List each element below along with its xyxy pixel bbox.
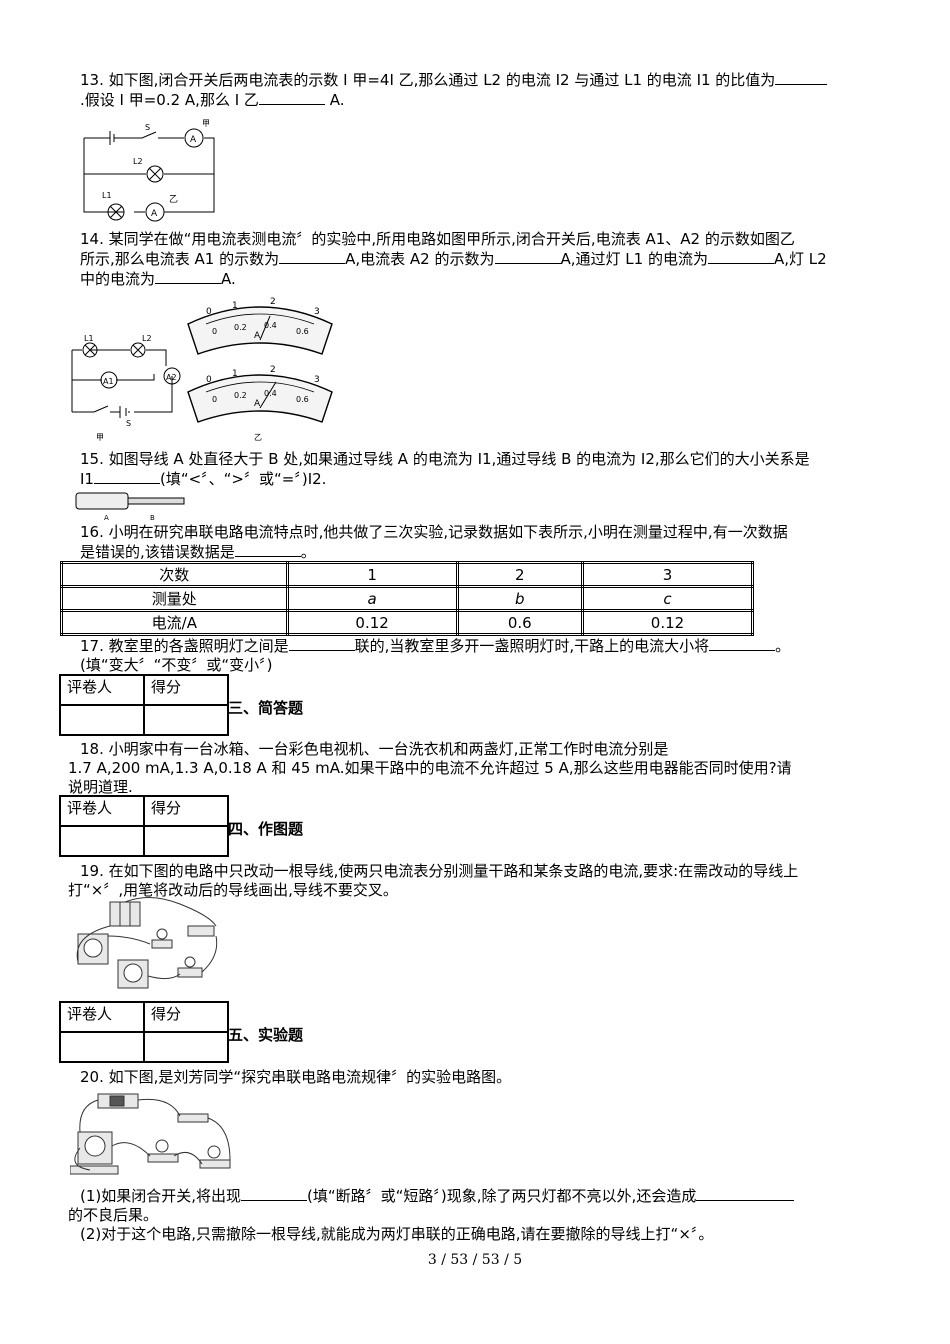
q14-ammeter-dials-yi: 0 1 2 3 0 0.2 0.4 0.6 A 0 1 2 3 0 0.2 0.… bbox=[187, 297, 333, 442]
section-heading: 四、作图题 bbox=[228, 820, 304, 838]
point-label: B bbox=[150, 514, 155, 522]
unit-label: A bbox=[254, 331, 261, 341]
q15-wire-diagram: A B bbox=[75, 492, 185, 522]
q13-circuit-diagram: S 甲 A L2 L1 A 乙 bbox=[83, 119, 215, 222]
answer-blank[interactable] bbox=[93, 469, 160, 484]
scale-label: 3 bbox=[314, 375, 320, 385]
lamp-label: L2 bbox=[142, 334, 152, 343]
question-20: 20. 如下图,是刘芳同学“探究串联电路电流规律〞的实验电路图。 bbox=[80, 1068, 512, 1086]
question-15: 15. 如图导线 A 处直径大于 B 处,如果通过导线 A 的电流为 I1,通过… bbox=[80, 450, 810, 488]
answer-blank[interactable] bbox=[709, 636, 776, 651]
question-14: 14. 某同学在做“用电流表测电流〞的实验中,所用电路如图甲所示,闭合开关后,电… bbox=[80, 230, 827, 288]
question-16: 16. 小明在研究串联电路电流特点时,他共做了三次实验,记录数据如下表所示,小明… bbox=[80, 523, 788, 561]
score-box: 评卷人得分 bbox=[59, 674, 229, 736]
figure-label: 甲 bbox=[96, 433, 104, 442]
question-20-parts: (1)如果闭合开关,将出现(填“断路〞或“短路〞)现象,除了两只灯都不亮以外,还… bbox=[68, 1186, 900, 1244]
lamp-label: L1 bbox=[84, 334, 94, 343]
page-footer: 3 / 53 / 53 / 5 bbox=[427, 1252, 523, 1268]
scale-label: 0.2 bbox=[234, 391, 247, 400]
section-heading: 三、简答题 bbox=[228, 699, 304, 717]
ammeter-label: A bbox=[190, 135, 197, 145]
answer-blank[interactable] bbox=[241, 1186, 308, 1201]
scale-label: 0 bbox=[212, 395, 217, 404]
answer-blank[interactable] bbox=[707, 249, 774, 264]
answer-blank[interactable] bbox=[258, 90, 325, 105]
answer-blank[interactable] bbox=[279, 249, 346, 264]
scale-label: 0.6 bbox=[296, 395, 309, 404]
point-label: A bbox=[104, 514, 109, 522]
scale-label: 2 bbox=[270, 365, 276, 375]
scale-label: 0 bbox=[206, 307, 212, 317]
figure-label: 乙 bbox=[169, 194, 178, 205]
scale-label: 0.4 bbox=[264, 321, 277, 330]
answer-blank[interactable] bbox=[234, 542, 301, 557]
scale-label: 1 bbox=[232, 301, 238, 311]
section-heading: 五、实验题 bbox=[228, 1026, 304, 1044]
lamp-label: L1 bbox=[102, 191, 112, 200]
scale-label: 0.6 bbox=[296, 327, 309, 336]
figure-label: 甲 bbox=[202, 119, 210, 128]
lamp-label: L2 bbox=[133, 157, 143, 166]
question-18: 18. 小明家中有一台冰箱、一台彩色电视机、一台洗衣机和两盏灯,正常工作时电流分… bbox=[68, 740, 792, 796]
switch-label: S bbox=[126, 419, 131, 428]
switch-label: S bbox=[145, 123, 150, 132]
answer-blank[interactable] bbox=[155, 269, 222, 284]
score-box: 评卷人得分 bbox=[59, 795, 229, 857]
question-13: 13. 如下图,闭合开关后两电流表的示数 I 甲=4I 乙,那么通过 L2 的电… bbox=[68, 70, 900, 110]
unit-label: A bbox=[254, 399, 261, 409]
ammeter-label: A1 bbox=[103, 377, 114, 386]
q19-circuit-illustration bbox=[76, 897, 218, 989]
score-box: 评卷人得分 bbox=[59, 1001, 229, 1063]
scale-label: 0 bbox=[206, 375, 212, 385]
ammeter-label: A bbox=[151, 209, 158, 219]
question-19: 19. 在如下图的电路中只改动一根导线,使两只电流表分别测量干路和某条支路的电流… bbox=[68, 862, 799, 899]
q14-circuit-diagram-jia: L1 L2 A1 A2 S 甲 bbox=[71, 334, 181, 442]
scale-label: 0.2 bbox=[234, 323, 247, 332]
answer-blank[interactable] bbox=[696, 1186, 795, 1201]
scale-label: 2 bbox=[270, 297, 276, 307]
answer-blank[interactable] bbox=[494, 249, 561, 264]
answer-blank[interactable] bbox=[775, 70, 828, 85]
scale-label: 0.4 bbox=[264, 389, 277, 398]
q20-circuit-illustration bbox=[70, 1093, 231, 1175]
question-17: 17. 教室里的各盏照明灯之间是联的,当教室里多开一盏照明灯时,干路上的电流大小… bbox=[80, 636, 791, 674]
ammeter-label: A2 bbox=[166, 373, 177, 382]
scale-label: 3 bbox=[314, 307, 320, 317]
answer-blank[interactable] bbox=[288, 636, 355, 651]
figure-label: 乙 bbox=[254, 433, 262, 442]
scale-label: 1 bbox=[232, 369, 238, 379]
scale-label: 0 bbox=[212, 327, 217, 336]
